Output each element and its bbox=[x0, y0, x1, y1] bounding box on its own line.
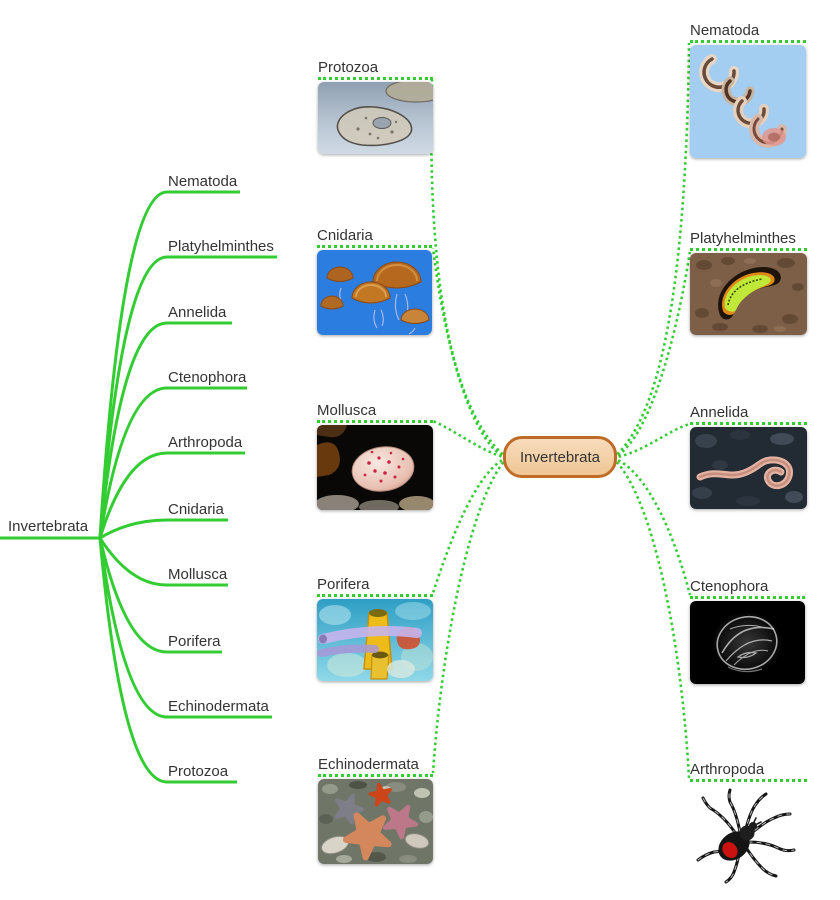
edge-annelida bbox=[612, 422, 691, 460]
node-annelida[interactable]: Annelida bbox=[690, 404, 807, 509]
node-arthropoda-label: Arthropoda bbox=[690, 761, 807, 782]
edge-cnidaria bbox=[431, 247, 508, 460]
node-echinodermata-label: Echinodermata bbox=[318, 756, 433, 777]
left-branch-nematoda bbox=[98, 190, 240, 539]
left-branch-cnidaria bbox=[99, 518, 228, 540]
node-cnidaria[interactable]: Cnidaria bbox=[317, 227, 432, 335]
edge-echinodermata bbox=[431, 457, 508, 774]
node-porifera[interactable]: Porifera bbox=[317, 576, 433, 681]
left-map-root[interactable]: Invertebrata bbox=[8, 518, 89, 535]
left-node-platyhelminthes[interactable]: Platyhelminthes bbox=[168, 238, 274, 255]
paramecium-image bbox=[318, 82, 433, 154]
cowrie-shell-image bbox=[317, 425, 433, 510]
node-protozoa[interactable]: Protozoa bbox=[318, 59, 433, 154]
sea-sponges-image bbox=[317, 599, 433, 681]
left-branch-annelida bbox=[98, 321, 232, 539]
node-ctenophora-label: Ctenophora bbox=[690, 578, 805, 599]
edge-porifera bbox=[431, 456, 508, 594]
left-node-nematoda[interactable]: Nematoda bbox=[168, 173, 238, 190]
right-map-root-node[interactable]: Invertebrata bbox=[503, 436, 617, 478]
left-branch-platyhelminthes bbox=[98, 255, 277, 539]
spider-image bbox=[690, 786, 807, 886]
left-branch-protozoa bbox=[98, 537, 237, 784]
node-echinodermata[interactable]: Echinodermata bbox=[318, 756, 433, 864]
left-node-porifera[interactable]: Porifera bbox=[168, 633, 221, 650]
node-platyhelminthes-label: Platyhelminthes bbox=[690, 230, 807, 251]
left-node-protozoa[interactable]: Protozoa bbox=[168, 763, 229, 780]
left-node-echinodermata[interactable]: Echinodermata bbox=[168, 698, 269, 715]
left-branch-mollusca bbox=[98, 537, 228, 587]
node-protozoa-label: Protozoa bbox=[318, 59, 433, 80]
node-cnidaria-label: Cnidaria bbox=[317, 227, 432, 248]
left-node-ctenophora[interactable]: Ctenophora bbox=[168, 369, 247, 386]
starfish-image bbox=[318, 779, 433, 864]
left-branch-porifera bbox=[98, 537, 222, 654]
flatworm-image bbox=[690, 253, 807, 335]
edge-ctenophora bbox=[612, 456, 692, 596]
node-arthropoda[interactable]: Arthropoda bbox=[690, 761, 807, 886]
left-branch-arthropoda bbox=[98, 451, 245, 539]
node-nematoda[interactable]: Nematoda bbox=[690, 22, 806, 158]
left-branch-echinodermata bbox=[98, 537, 272, 719]
edge-protozoa bbox=[430, 79, 508, 460]
edge-platyhelminthes bbox=[612, 250, 692, 460]
edge-arthropoda bbox=[612, 457, 691, 779]
node-nematoda-label: Nematoda bbox=[690, 22, 806, 43]
left-node-cnidaria[interactable]: Cnidaria bbox=[168, 501, 224, 518]
left-node-mollusca[interactable]: Mollusca bbox=[168, 566, 228, 583]
node-mollusca-label: Mollusca bbox=[317, 402, 433, 423]
left-map-branch-lines bbox=[0, 190, 277, 784]
roundworms-image bbox=[690, 45, 806, 158]
jellyfish-image bbox=[317, 250, 432, 335]
right-map-edge-lines bbox=[430, 42, 692, 779]
earthworm-image bbox=[690, 427, 807, 509]
edge-mollusca bbox=[432, 419, 508, 460]
right-map-root-label: Invertebrata bbox=[519, 448, 601, 466]
node-platyhelminthes[interactable]: Platyhelminthes bbox=[690, 230, 807, 335]
left-node-arthropoda[interactable]: Arthropoda bbox=[168, 434, 243, 451]
node-ctenophora[interactable]: Ctenophora bbox=[690, 578, 805, 684]
left-branch-ctenophora bbox=[98, 386, 247, 539]
node-annelida-label: Annelida bbox=[690, 404, 807, 425]
node-porifera-label: Porifera bbox=[317, 576, 433, 597]
edge-nematoda bbox=[612, 42, 691, 459]
comb-jelly-image bbox=[690, 601, 805, 684]
left-node-annelida[interactable]: Annelida bbox=[168, 304, 227, 321]
node-mollusca[interactable]: Mollusca bbox=[317, 402, 433, 510]
